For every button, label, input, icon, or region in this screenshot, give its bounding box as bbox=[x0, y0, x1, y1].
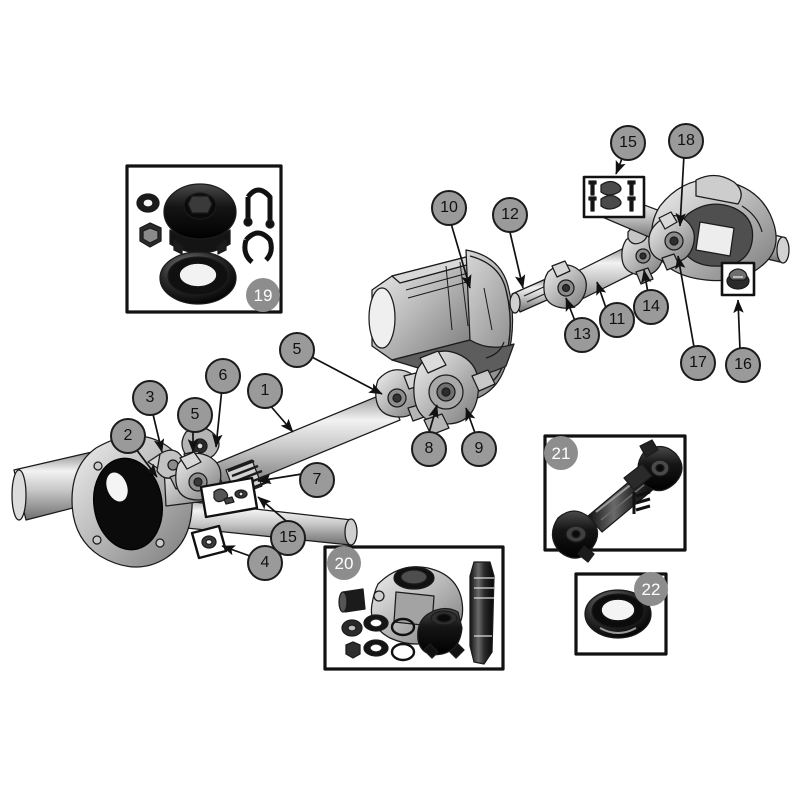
callout-11[interactable]: 11 bbox=[599, 302, 635, 338]
box-u-joint-strap-kit bbox=[582, 175, 646, 219]
callout-10[interactable]: 10 bbox=[431, 190, 467, 226]
callout-14[interactable]: 14 bbox=[633, 289, 669, 325]
box-u-joint-clip-kit bbox=[199, 476, 259, 519]
box-flange-nut bbox=[720, 261, 756, 297]
callout-13[interactable]: 13 bbox=[564, 317, 600, 353]
callout-19[interactable]: 19 bbox=[246, 278, 280, 312]
callout-9[interactable]: 9 bbox=[461, 431, 497, 467]
callout-2[interactable]: 2 bbox=[110, 418, 146, 454]
callout-16[interactable]: 16 bbox=[725, 347, 761, 383]
rear-driveshaft-front-joint bbox=[543, 260, 587, 309]
callout-5a[interactable]: 5 bbox=[177, 397, 213, 433]
rear-driveshaft bbox=[509, 225, 664, 314]
callout-1[interactable]: 1 bbox=[247, 373, 283, 409]
panel-19 bbox=[125, 164, 283, 314]
callout-21[interactable]: 21 bbox=[544, 436, 578, 470]
panel-22 bbox=[574, 572, 668, 656]
callout-8[interactable]: 8 bbox=[411, 431, 447, 467]
front-yoke-right bbox=[375, 369, 428, 422]
callout-6[interactable]: 6 bbox=[205, 358, 241, 394]
callout-18[interactable]: 18 bbox=[668, 123, 704, 159]
callout-20[interactable]: 20 bbox=[327, 546, 361, 580]
callout-12[interactable]: 12 bbox=[492, 197, 528, 233]
leader-lines bbox=[132, 154, 744, 557]
callout-15a[interactable]: 15 bbox=[270, 520, 306, 556]
callout-17[interactable]: 17 bbox=[680, 345, 716, 381]
callout-3[interactable]: 3 bbox=[132, 380, 168, 416]
callout-15b[interactable]: 15 bbox=[610, 125, 646, 161]
callout-4[interactable]: 4 bbox=[247, 545, 283, 581]
box-washer bbox=[190, 524, 228, 560]
callout-5b[interactable]: 5 bbox=[279, 332, 315, 368]
callout-7[interactable]: 7 bbox=[299, 462, 335, 498]
callout-22[interactable]: 22 bbox=[634, 572, 668, 606]
